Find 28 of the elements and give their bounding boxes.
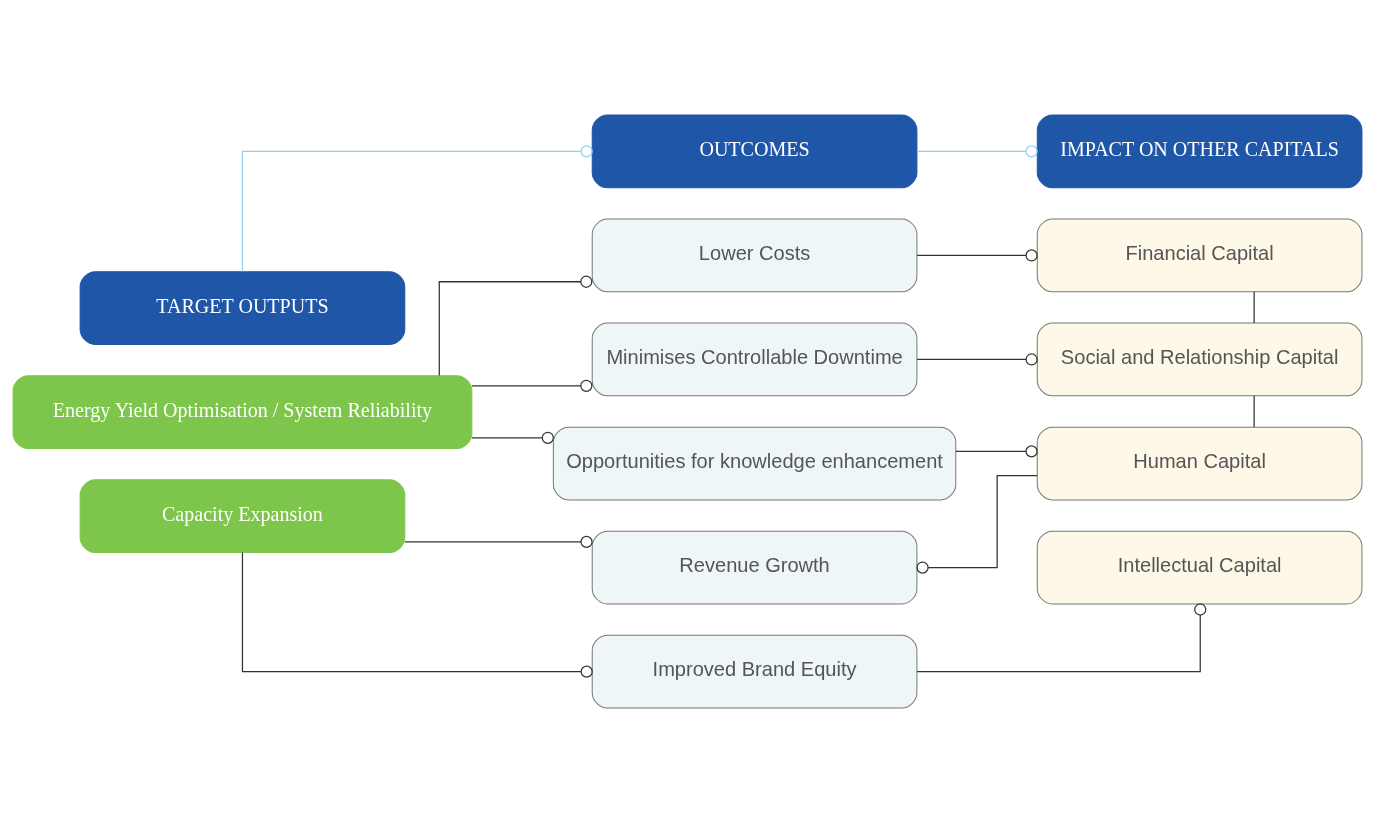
node-box: Social and Relationship Capital bbox=[1036, 322, 1363, 396]
node-box: Revenue Growth bbox=[591, 530, 918, 604]
connector bbox=[916, 352, 1038, 366]
connector bbox=[916, 474, 1038, 574]
connector bbox=[438, 275, 593, 376]
node-box: Capacity Expansion bbox=[79, 478, 406, 553]
node-box: Energy Yield Optimisation / System Reliability bbox=[12, 374, 473, 449]
connector bbox=[404, 535, 593, 548]
connector bbox=[916, 602, 1207, 672]
node-box: Intellectual Capital bbox=[1036, 530, 1363, 604]
connector bbox=[955, 444, 1038, 458]
connector bbox=[471, 379, 593, 392]
node-box: Minimises Controllable Downtime bbox=[591, 322, 918, 396]
connector bbox=[916, 248, 1038, 262]
node-box: Opportunities for knowledge enhancement bbox=[552, 426, 957, 500]
connector bbox=[1253, 290, 1255, 324]
connector bbox=[1253, 394, 1255, 428]
node-box: Improved Brand Equity bbox=[591, 634, 918, 708]
node-box: Lower Costs bbox=[591, 218, 918, 292]
node-box: Financial Capital bbox=[1036, 218, 1363, 292]
node-box: TARGET OUTPUTS bbox=[79, 270, 406, 345]
node-box: IMPACT ON OTHER CAPITALS bbox=[1036, 114, 1363, 188]
connector bbox=[471, 431, 554, 444]
node-box: Human Capital bbox=[1036, 426, 1363, 500]
connector bbox=[241, 551, 593, 678]
connector bbox=[916, 144, 1038, 157]
connector bbox=[241, 144, 593, 272]
node-box: OUTCOMES bbox=[591, 114, 918, 188]
